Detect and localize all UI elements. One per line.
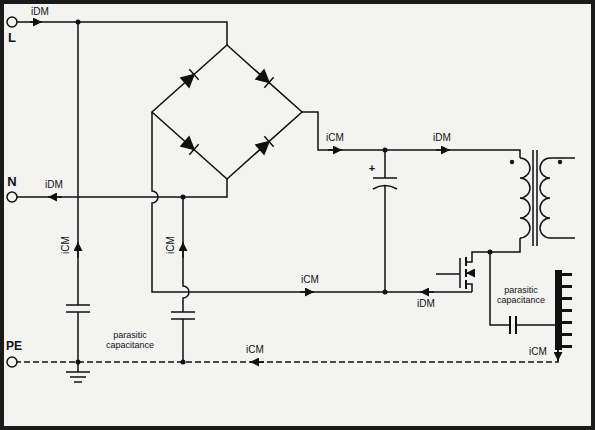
diode-symbol <box>181 137 198 154</box>
junction-dot <box>510 160 514 164</box>
junction-dot <box>383 290 388 295</box>
junction-dot <box>181 195 186 200</box>
current-label: iCM <box>301 274 319 286</box>
current-arrow <box>328 149 342 151</box>
junction-dot <box>76 20 563 365</box>
diode-symbol <box>180 69 198 87</box>
current-arrow <box>436 149 450 151</box>
wire <box>510 316 516 334</box>
wire <box>77 22 79 305</box>
junction-dot <box>76 20 81 25</box>
diode-symbol <box>255 69 273 87</box>
wire <box>66 362 90 382</box>
junction-dot <box>76 360 81 365</box>
current-arrow <box>420 291 434 293</box>
protective-earth-line <box>17 350 558 362</box>
diode-symbol <box>264 77 273 87</box>
wire <box>520 158 530 238</box>
diode-symbol <box>256 70 273 87</box>
wire <box>384 186 386 292</box>
heatsink-symbol <box>562 333 572 336</box>
current-arrow <box>30 22 558 362</box>
current-arrow <box>48 196 62 198</box>
heatsink-symbol <box>555 270 562 350</box>
current-label: iDM <box>45 179 63 191</box>
heatsink-symbol <box>562 285 572 288</box>
terminal-circle <box>7 17 17 27</box>
heatsink-symbol <box>562 345 572 348</box>
junction-dot <box>383 148 388 153</box>
junction-dot <box>181 360 186 365</box>
current-label: iCM <box>326 132 344 144</box>
junction-dot <box>558 160 562 164</box>
wire <box>436 258 460 288</box>
heatsink-symbol <box>562 321 572 324</box>
diode-symbol <box>255 136 273 154</box>
wire <box>516 324 555 326</box>
diode-symbol <box>189 69 198 79</box>
wire <box>152 112 472 292</box>
current-label: iDM <box>31 6 49 18</box>
current-arrow <box>300 291 314 293</box>
wire <box>466 238 520 262</box>
current-label: iDM <box>433 132 451 144</box>
current-label: iDM <box>417 298 435 310</box>
wire <box>533 150 537 246</box>
current-label: iCM <box>165 236 177 254</box>
heatsink-symbol <box>562 297 572 300</box>
current-label: iCM <box>60 236 72 254</box>
diode-symbol <box>256 137 273 154</box>
heatsink-symbol <box>562 309 572 312</box>
heatsink-symbol <box>562 273 572 276</box>
current-arrow <box>182 242 184 258</box>
diode-symbol <box>181 70 198 87</box>
terminal-label: L <box>8 31 16 46</box>
wire <box>152 45 302 179</box>
wire <box>17 22 575 382</box>
diode-symbol <box>180 136 198 154</box>
component-note: parasitic capacitance <box>100 330 160 351</box>
diode-symbol <box>180 69 273 154</box>
diode-symbol <box>264 136 273 146</box>
wire <box>77 312 79 362</box>
current-arrow <box>77 242 79 258</box>
polarity-mark: + <box>369 162 375 175</box>
terminal-circle <box>7 357 17 367</box>
wire <box>466 272 472 274</box>
wire <box>302 112 520 158</box>
junction-dot <box>488 250 493 255</box>
wire <box>17 22 227 45</box>
terminal-label: N <box>7 175 16 190</box>
current-label: iCM <box>529 346 547 358</box>
wire <box>373 177 397 179</box>
current-arrow <box>30 21 42 23</box>
terminal-circle <box>7 192 17 202</box>
heatsink-symbol <box>555 270 572 350</box>
wire <box>466 284 472 292</box>
current-arrow <box>557 349 559 361</box>
wire <box>182 319 184 362</box>
current-arrow <box>250 361 264 363</box>
diode-symbol <box>189 144 198 154</box>
terminal-label: PE <box>6 340 22 354</box>
wire <box>66 305 90 312</box>
wire <box>384 150 386 178</box>
protective-earth-line <box>17 350 558 362</box>
wire <box>17 179 227 197</box>
wire <box>171 312 195 319</box>
wire <box>183 197 189 312</box>
terminal-circle <box>7 17 17 367</box>
wire <box>540 158 575 238</box>
current-label: iCM <box>246 344 264 356</box>
component-note: parasitic capacitance <box>495 285 547 306</box>
